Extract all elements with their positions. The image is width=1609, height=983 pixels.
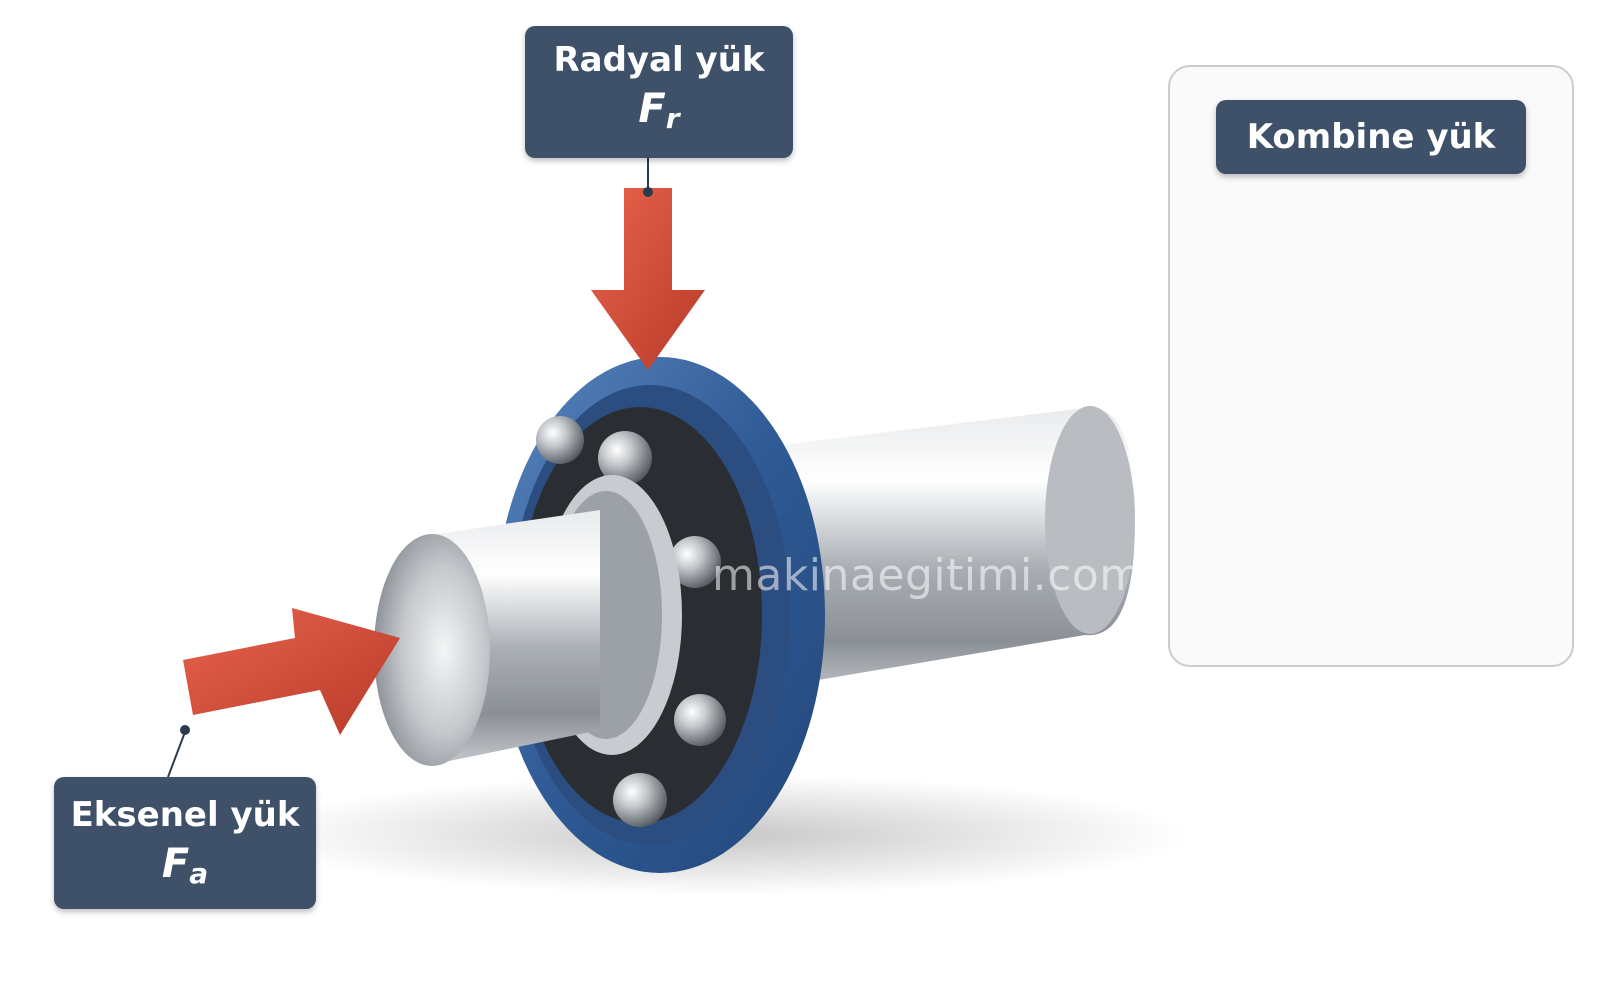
shaft-end-face	[374, 534, 490, 766]
combined-load-title: Kombine yük	[1246, 117, 1496, 157]
axial-leader-dot	[180, 725, 190, 735]
axial-load-title: Eksenel yük	[70, 795, 300, 835]
radial-load-symbol: Fr	[638, 86, 680, 135]
shaft-front	[374, 510, 600, 766]
combined-load-label: Kombine yük	[1216, 100, 1526, 174]
radial-load-arrow	[591, 188, 705, 370]
axial-load-symbol: Fa	[161, 841, 209, 890]
ball	[674, 694, 726, 746]
ball	[669, 536, 721, 588]
axial-leader-line	[167, 731, 186, 778]
radial-leader-dot	[643, 187, 653, 197]
ball	[536, 416, 584, 464]
axial-load-arrow	[183, 608, 400, 735]
axial-load-label: Eksenel yük Fa	[54, 777, 316, 909]
ball	[613, 773, 667, 827]
radial-load-label: Radyal yük Fr	[525, 26, 793, 158]
bearing	[495, 357, 825, 873]
ball	[598, 431, 652, 485]
watermark: makinaegitimi.com	[712, 550, 1143, 601]
radial-load-title: Radyal yük	[553, 40, 765, 80]
